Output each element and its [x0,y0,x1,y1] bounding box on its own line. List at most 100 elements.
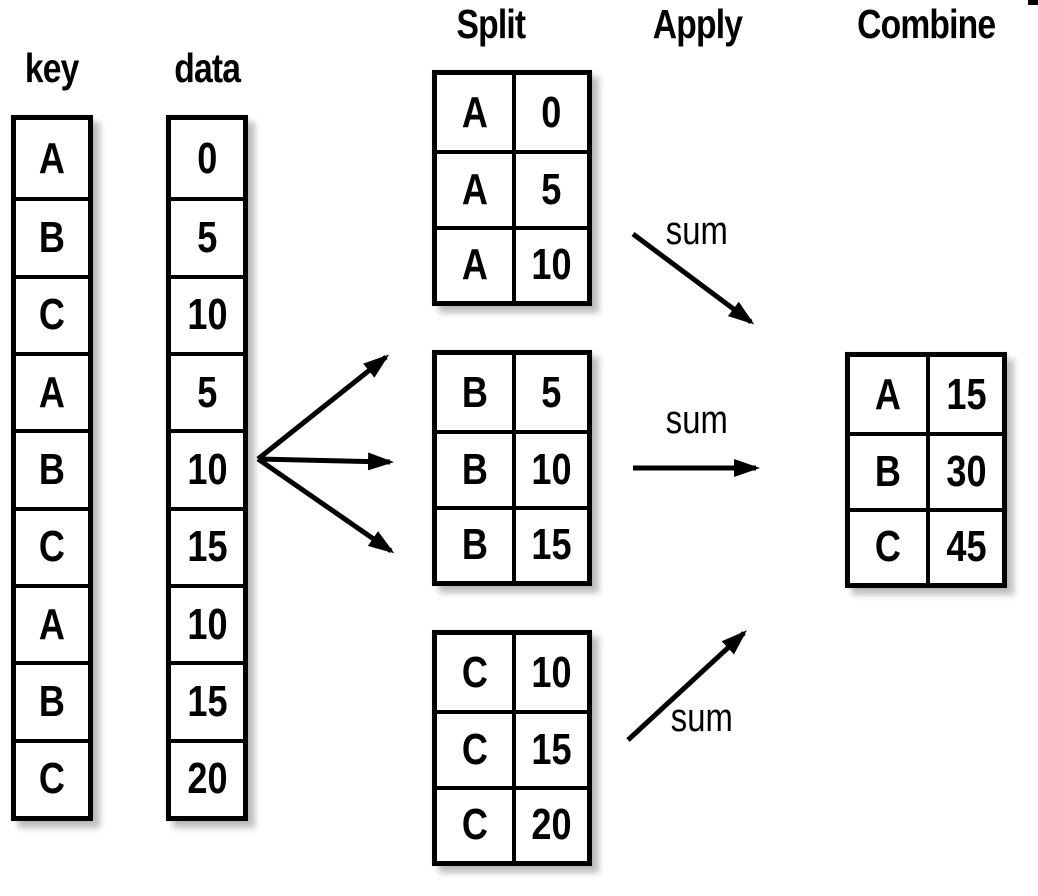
split-fan-arrow-middle [257,452,394,471]
data-cell-label: 5 [196,367,218,417]
table-cell-key: A [850,357,926,432]
table-cell-value: 15 [512,710,587,786]
key-cell-label: C [38,754,66,804]
cell-label: B [461,444,488,494]
sum-label-a-text: sum [666,209,728,253]
column-header-data: data [166,46,248,90]
data-cell: 5 [171,197,243,274]
cell-label: 20 [531,800,572,850]
cell-label: C [874,522,902,572]
key-cell-label: A [38,599,66,649]
cell-label: A [461,240,488,290]
cell-label: A [461,87,488,137]
split-fan-arrow-bottom [256,456,395,554]
combine-table: A 15 B 30 C 45 [845,352,1007,588]
cell-label: 15 [945,369,987,419]
data-cell-label: 10 [186,599,228,649]
cell-label: A [461,164,488,214]
table-cell-key: B [850,432,926,507]
table-cell-value: 10 [512,225,587,301]
table-cell-key: A [437,75,512,150]
key-cell-label: B [38,444,66,494]
key-cell: C [16,738,88,816]
cell-label: 30 [945,446,987,496]
cell-label: C [461,800,488,850]
data-cell-label: 15 [186,676,228,726]
data-cell: 10 [171,274,243,352]
cell-label: 10 [531,647,572,697]
data-cell: 5 [171,352,243,429]
key-cell-label: A [38,367,66,417]
data-column: 0 5 10 5 10 15 10 15 20 [166,115,248,821]
data-cell: 0 [171,120,243,197]
split-table-c: C 10 C 15 C 20 [432,630,592,866]
split-table-a: A 0 A 5 A 10 [432,70,592,306]
stage-header-combine-label: Combine [856,1,996,47]
cell-label: B [461,520,488,570]
data-cell-label: 0 [196,133,218,183]
key-cell-label: C [38,522,66,572]
key-cell-label: C [38,290,66,340]
table-cell-key: C [437,785,512,861]
cell-label: 5 [541,367,562,417]
table-cell-value: 30 [926,432,1002,508]
data-cell-label: 5 [196,212,218,262]
key-cell: A [16,352,88,429]
table-cell-value: 45 [926,507,1002,583]
cell-label: 0 [541,87,562,137]
key-cell: C [16,506,88,584]
key-cell: B [16,429,88,506]
table-cell-value: 5 [512,355,587,431]
stage-header-split: Split [401,1,581,47]
key-column: A B C A B C A B C [11,115,93,821]
data-cell: 15 [171,506,243,584]
key-cell: B [16,197,88,274]
sum-label-b-text: sum [666,398,728,442]
cell-label: B [461,367,488,417]
key-cell: B [16,661,88,738]
table-cell-value: 0 [512,75,587,151]
sum-label-c-text: sum [671,696,733,740]
table-cell-key: C [437,710,512,785]
table-cell-key: C [850,507,926,583]
split-table-b: B 5 B 10 B 15 [432,350,592,586]
stage-header-combine: Combine [836,1,1016,47]
cell-label: 15 [531,520,572,570]
table-cell-key: B [437,430,512,505]
data-cell: 10 [171,429,243,506]
table-cell-value: 10 [512,430,587,506]
cell-label: 10 [531,444,572,494]
column-header-key: key [11,46,93,90]
data-cell-label: 10 [186,290,228,340]
cell-label: 45 [945,522,987,572]
table-cell-key: B [437,505,512,581]
sum-label-a: sum [637,211,757,251]
cell-label: C [461,724,488,774]
key-cell: A [16,584,88,661]
key-cell: A [16,120,88,197]
table-cell-value: 10 [512,635,587,711]
table-cell-value: 20 [512,785,587,861]
stage-header-split-label: Split [456,1,527,47]
key-cell-label: B [38,676,66,726]
data-cell: 15 [171,661,243,738]
page-corner-artifact [1028,0,1038,5]
cell-label: C [461,647,488,697]
table-cell-key: A [437,150,512,225]
sum-label-c: sum [642,698,762,738]
cell-label: 10 [531,240,572,290]
table-cell-key: A [437,225,512,301]
table-cell-value: 5 [512,150,587,226]
data-cell-label: 10 [186,444,228,494]
table-cell-value: 15 [926,357,1002,433]
cell-label: A [874,369,902,419]
table-cell-key: C [437,635,512,710]
key-cell-label: B [38,212,66,262]
stage-header-apply: Apply [607,2,787,46]
key-cell: C [16,274,88,352]
split-fan-arrow-top [256,354,390,461]
key-cell-label: A [38,133,66,183]
cell-label: B [874,446,902,496]
table-cell-value: 15 [512,505,587,581]
